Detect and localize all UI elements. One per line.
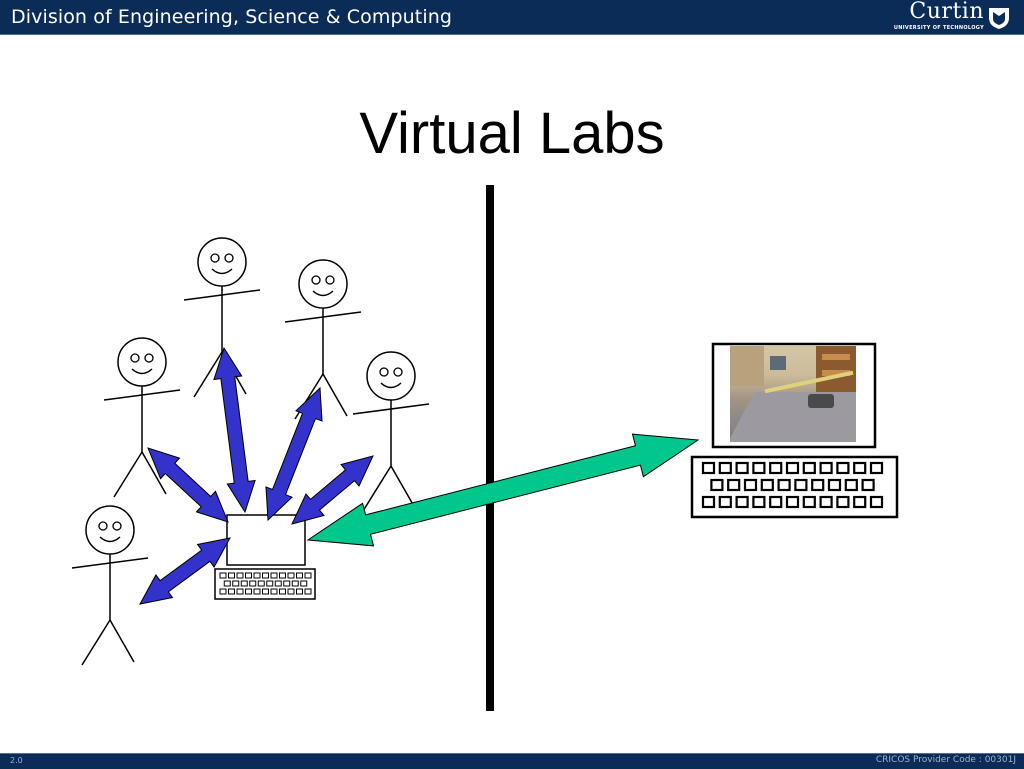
stick-figure-upper-right — [284, 259, 362, 420]
arrow-top-figure — [213, 346, 256, 514]
key — [304, 588, 312, 595]
stick-figure-bottom-left — [71, 505, 149, 666]
key — [287, 588, 295, 595]
arrow-right-figure — [291, 455, 374, 525]
key — [853, 461, 867, 475]
key — [802, 461, 816, 475]
key — [785, 461, 800, 475]
key — [727, 478, 741, 492]
key — [827, 478, 842, 492]
key — [844, 478, 858, 492]
key — [262, 588, 269, 595]
key — [296, 572, 303, 579]
key — [819, 461, 833, 475]
key — [819, 495, 833, 509]
key — [245, 572, 252, 579]
key — [262, 572, 269, 579]
cricos-code: CRICOS Provider Code : 00301J — [875, 755, 1016, 765]
local-keyboard — [214, 568, 316, 600]
key — [743, 478, 758, 492]
key — [718, 495, 732, 509]
key — [760, 478, 774, 492]
remote-link-arrow — [306, 433, 700, 547]
arrow-upper-right-figure — [265, 386, 323, 522]
remote-keyboard — [690, 455, 899, 519]
curtin-logo: Curtin UNIVERSITY OF TECHNOLOGY — [890, 0, 1010, 32]
footer-bar: 2.0 CRICOS Provider Code : 00301J — [0, 753, 1024, 769]
key — [304, 572, 312, 579]
key — [236, 572, 244, 579]
key — [735, 495, 749, 509]
key — [274, 580, 282, 587]
key — [718, 461, 732, 475]
key — [701, 461, 716, 475]
key — [853, 495, 867, 509]
key — [228, 572, 235, 579]
key — [710, 478, 724, 492]
arrow-bottom-left-figure — [139, 537, 231, 605]
key — [811, 478, 825, 492]
key — [735, 461, 749, 475]
key — [752, 495, 766, 509]
key — [219, 588, 227, 595]
key — [253, 572, 261, 579]
key — [236, 588, 244, 595]
key — [752, 461, 766, 475]
key — [287, 572, 295, 579]
key — [777, 478, 791, 492]
key — [769, 495, 783, 509]
lab-photo — [730, 346, 856, 442]
key — [802, 495, 816, 509]
key — [257, 580, 265, 587]
arrow-left-figure — [147, 447, 229, 523]
arrow-remote-lab — [306, 433, 700, 547]
key — [836, 495, 850, 509]
key — [240, 580, 248, 587]
logo-subtitle: UNIVERSITY OF TECHNOLOGY — [893, 25, 984, 31]
key — [300, 580, 308, 587]
slide-number: 2.0 — [10, 756, 23, 765]
user-link-arrows — [139, 346, 374, 605]
key — [270, 572, 278, 579]
key — [266, 580, 274, 587]
slide-title: Virtual Labs — [359, 101, 665, 166]
header-bar: Division of Engineering, Science & Compu… — [0, 0, 1024, 35]
key — [701, 495, 716, 509]
key — [232, 580, 240, 587]
key — [296, 588, 303, 595]
key — [769, 461, 783, 475]
key — [785, 495, 800, 509]
key — [270, 588, 278, 595]
key — [279, 588, 286, 595]
division-title: Division of Engineering, Science & Compu… — [11, 6, 453, 28]
key — [283, 580, 291, 587]
key — [249, 580, 257, 587]
key — [253, 588, 261, 595]
shield-icon — [989, 8, 1009, 29]
key — [869, 495, 884, 509]
key — [794, 478, 808, 492]
stick-figure-right — [352, 351, 430, 512]
key — [836, 461, 850, 475]
logo-wordmark: Curtin — [909, 0, 984, 24]
key — [869, 461, 884, 475]
key — [861, 478, 875, 492]
key — [223, 580, 231, 587]
key — [245, 588, 252, 595]
key — [228, 588, 235, 595]
key — [291, 580, 299, 587]
key — [279, 572, 286, 579]
key — [219, 572, 227, 579]
